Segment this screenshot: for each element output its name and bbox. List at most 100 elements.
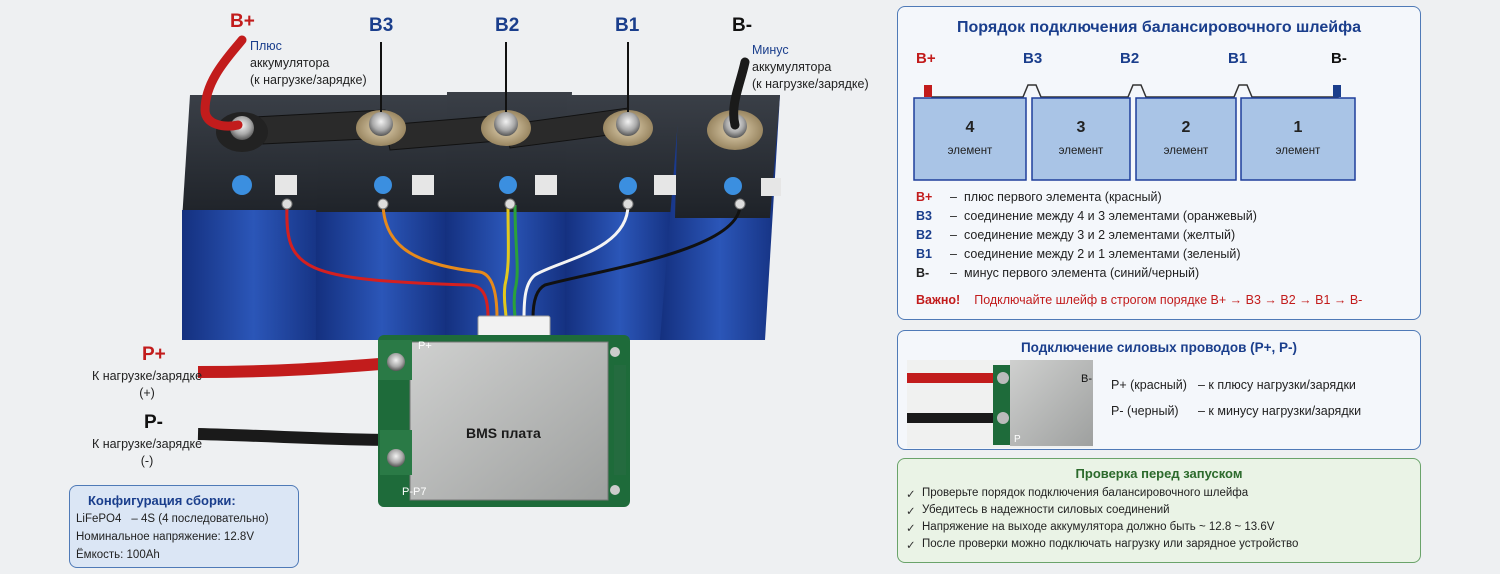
- cell-4-text: элемент: [947, 145, 993, 157]
- pminus-power-cable: [197, 428, 406, 446]
- balance-title: Порядок подключения балансировочного шле…: [957, 19, 1361, 36]
- cell-2-number: 2: [1181, 119, 1191, 136]
- pre-launch-check-panel: Проверка перед запуском ✓Проверьте поряд…: [897, 458, 1421, 563]
- plus-note: Плюс аккумулятора (к нагрузке/зарядке): [250, 38, 367, 89]
- diagram-b3: B3: [1023, 50, 1043, 67]
- pplus-power-cable: [197, 356, 406, 378]
- check-text: Напряжение на выходе аккумулятора должно…: [922, 521, 1275, 533]
- config-voltage: Номинальное напряжение: 12.8V: [76, 531, 254, 543]
- bminus-post: [1333, 85, 1341, 97]
- cell-stickers: [275, 175, 781, 196]
- check-item: ✓ Убедитесь в надежности силовых соединен…: [906, 504, 1170, 518]
- cell-3-label: 3 элемент: [1032, 119, 1130, 157]
- diagram-bminus: B-: [1331, 50, 1347, 67]
- legend-key: B2: [916, 228, 932, 242]
- thumb-p-mark: P: [1014, 434, 1021, 445]
- legend-key: B+: [916, 190, 933, 204]
- minus-note: Минус аккумулятора (к нагрузке/зарядке): [752, 42, 869, 93]
- legend-dash: –: [950, 209, 957, 223]
- cell-2-label: 2 элемент: [1136, 119, 1236, 157]
- plus-note-line3: (к нагрузке/зарядке): [250, 73, 367, 87]
- legend-dash: –: [950, 228, 957, 242]
- pcb-p7-mark: P-P7: [402, 486, 427, 498]
- legend-desc: минус первого элемента (синий/черный): [964, 266, 1200, 280]
- pplus-note-line1: К нагрузке/зарядке: [91, 369, 203, 383]
- important-text: Подключайте шлейф в строгом порядке B+ →…: [974, 293, 1363, 307]
- bus-bars: [234, 107, 633, 151]
- pcb-pplus-mark: P+: [418, 340, 432, 352]
- cell-1-text: элемент: [1275, 145, 1321, 157]
- bplus-post: [924, 85, 932, 97]
- config-chem-row: LiFePO4 – 4S (4 последовательно): [76, 513, 269, 525]
- wire-entry-points: [281, 198, 746, 210]
- power-row-pminus: P- (черный) – к минусу нагрузки/зарядки: [1111, 404, 1361, 418]
- legend-desc: соединение между 2 и 1 элементами (зелен…: [964, 247, 1241, 261]
- check-icon: ✓: [906, 506, 916, 518]
- assembly-config-panel: Конфигурация сборки: LiFePO4 – 4S (4 пос…: [69, 485, 299, 568]
- legend-row-b2: B2 –соединение между 3 и 2 элементами (же…: [916, 228, 1235, 242]
- check-text: После проверки можно подключать нагрузку…: [922, 538, 1299, 550]
- cell-2-text: элемент: [1163, 145, 1209, 157]
- power-row-pplus: P+ (красный) – к плюсу нагрузки/зарядки: [1111, 378, 1356, 392]
- legend-row-b1: B1 –соединение между 2 и 1 элементами (зе…: [916, 247, 1241, 261]
- config-chem: LiFePO4: [76, 513, 122, 525]
- battery-assembly-illustration: [182, 35, 781, 507]
- diagram-bplus: B+: [916, 50, 936, 67]
- power-key: P- (черный): [1111, 404, 1179, 418]
- check-text: Проверьте порядок подключения балансиров…: [922, 487, 1249, 499]
- bms-board-label: BMS плата: [466, 425, 541, 441]
- b2-label: B2: [495, 15, 520, 36]
- b3-label: B3: [369, 15, 394, 36]
- legend-row-bminus: B- –минус первого элемента (синий/черный): [916, 266, 1199, 280]
- balance-order-panel: Порядок подключения балансировочного шле…: [897, 6, 1421, 320]
- check-icon: ✓: [906, 523, 916, 535]
- pminus-note-line2: (-): [140, 454, 154, 468]
- check-item: ✓ Напряжение на выходе аккумулятора должн…: [906, 521, 1274, 535]
- cell-4-label: 4 элемент: [914, 119, 1026, 157]
- bplus-label: B+: [230, 11, 255, 32]
- balance-connector: [477, 315, 551, 339]
- power-desc: – к минусу нагрузки/зарядки: [1198, 404, 1362, 418]
- config-capacity: Ёмкость: 100Ah: [76, 549, 160, 561]
- cell-boxes: [913, 97, 1356, 181]
- legend-dash: –: [950, 247, 957, 261]
- legend-desc: соединение между 3 и 2 элементами (желты…: [964, 228, 1236, 242]
- b1-label: B1: [615, 15, 640, 36]
- pplus-label: P+: [142, 344, 166, 365]
- config-series: – 4S (4 последовательно): [131, 513, 269, 525]
- legend-key: B3: [916, 209, 932, 223]
- cell-terminals: [216, 110, 763, 152]
- check-item: ✓ Проверьте порядок подключения балансиро…: [906, 487, 1248, 501]
- check-icon: ✓: [906, 489, 916, 501]
- minus-note-line3: (к нагрузке/зарядке): [752, 77, 869, 91]
- cell-vents: [232, 175, 742, 195]
- legend-dash: –: [950, 266, 957, 280]
- pminus-note: К нагрузке/зарядке (-): [87, 436, 207, 470]
- balance-wires: [285, 204, 742, 319]
- cell-1-number: 1: [1293, 119, 1303, 136]
- legend-row-b3: B3–соединение между 4 и 3 элементами (ор…: [916, 209, 1257, 223]
- bminus-label: B-: [732, 15, 753, 36]
- cell-4-number: 4: [965, 119, 975, 136]
- check-item: ✓ После проверки можно подключать нагрузк…: [906, 538, 1298, 552]
- config-title: Конфигурация сборки:: [88, 493, 236, 508]
- check-icon: ✓: [906, 540, 916, 552]
- bminus-power-cable: [729, 57, 750, 130]
- cell-3-number: 3: [1076, 119, 1086, 136]
- legend-row-bplus: B+–плюс первого элемента (красный): [916, 190, 1162, 204]
- power-title: Подключение силовых проводов (P+, P-): [1020, 340, 1298, 355]
- power-wires-panel: Подключение силовых проводов (P+, P-) B-…: [897, 330, 1421, 450]
- legend-key: B1: [916, 247, 932, 261]
- important-note: Важно! Подключайте шлейф в строгом поряд…: [916, 293, 1362, 307]
- cell-3-text: элемент: [1058, 145, 1104, 157]
- diagram-b2: B2: [1120, 50, 1140, 67]
- thumb-b-mark: B-: [1081, 373, 1092, 385]
- legend-key: B-: [916, 266, 930, 280]
- legend-dash: –: [950, 190, 957, 204]
- check-text: Убедитесь в надежности силовых соединени…: [922, 504, 1170, 516]
- cell-leads: [931, 84, 1339, 99]
- terminal-sense-wires: [380, 42, 629, 112]
- pminus-label: P-: [144, 412, 163, 433]
- pplus-note: К нагрузке/зарядке (+): [87, 368, 207, 402]
- pminus-note-line1: К нагрузке/зарядке: [91, 437, 203, 451]
